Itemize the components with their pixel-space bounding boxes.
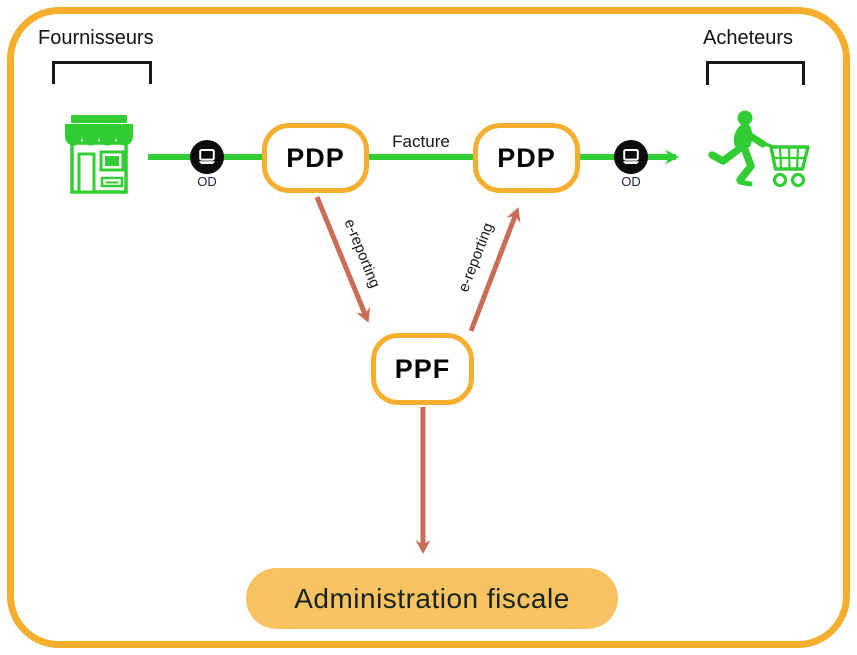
buyers-group-label: Acheteurs <box>703 27 794 49</box>
suppliers-group-label: Fournisseurs <box>38 27 154 49</box>
ppf-node: PPF <box>371 333 474 405</box>
storefront-icon <box>65 115 133 194</box>
pdp-left-node: PDP <box>262 123 369 193</box>
od-left-badge <box>190 140 224 174</box>
pdp-right-node: PDP <box>473 123 580 193</box>
suppliers-bracket <box>52 61 152 84</box>
outer-frame <box>7 7 850 648</box>
admin-fiscale-node: Administration fiscale <box>246 568 618 629</box>
od-right-label: OD <box>621 174 641 189</box>
od-right-badge <box>614 140 648 174</box>
buyers-bracket <box>706 61 805 85</box>
shopper-cart-icon <box>708 110 810 188</box>
od-left-label: OD <box>197 174 217 189</box>
monitor-icon <box>199 148 215 164</box>
facture-edge-label: Facture <box>392 132 450 151</box>
monitor-icon <box>623 148 639 164</box>
